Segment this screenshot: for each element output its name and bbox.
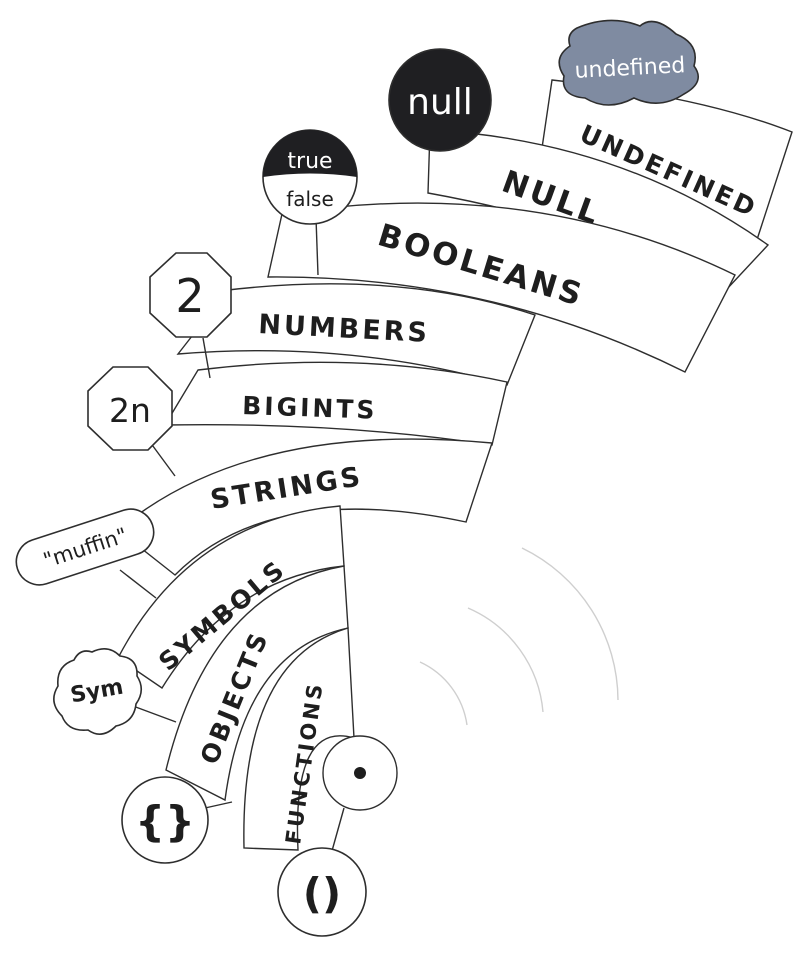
boolean-token: true false xyxy=(262,129,358,225)
core-dot xyxy=(354,767,366,779)
band-numbers: NUMBERS xyxy=(176,283,536,386)
undefined-chip xyxy=(558,19,700,106)
true-token-text: true xyxy=(287,149,332,174)
object-token: {} xyxy=(121,776,209,864)
string-token: "muffin" xyxy=(15,508,155,586)
number-chip xyxy=(149,252,232,338)
function-chip xyxy=(277,847,367,937)
background-rings xyxy=(419,547,619,726)
object-token-text: {} xyxy=(135,797,195,846)
number-token-text: 2 xyxy=(175,269,204,323)
object-chip xyxy=(121,776,209,864)
undefined-token-text: undefined xyxy=(574,53,686,84)
null-token: null xyxy=(388,48,492,152)
ghost-ring-middle xyxy=(467,607,544,713)
function-token-text: () xyxy=(303,869,341,918)
ghost-ring-outer xyxy=(521,547,619,701)
bigint-chip xyxy=(87,366,173,451)
connector-numbers xyxy=(202,337,211,379)
band-bigints: BIGINTS xyxy=(163,361,508,446)
string-chip xyxy=(15,508,155,586)
bigint-token: 2n xyxy=(87,366,173,451)
function-token: () xyxy=(277,847,367,937)
boolean-true-half xyxy=(263,130,357,177)
symbol-token: Sym xyxy=(53,648,143,735)
null-token-text: null xyxy=(407,82,473,123)
symbol-chip xyxy=(53,648,143,735)
band-strings: STRINGS xyxy=(116,438,493,576)
number-token: 2 xyxy=(149,252,232,338)
null-chip xyxy=(388,48,492,152)
bigint-token-text: 2n xyxy=(109,391,151,430)
band-bigints-label: BIGINTS xyxy=(242,391,378,425)
ghost-ring-inner xyxy=(419,661,468,726)
core xyxy=(322,735,398,811)
connector-symbols xyxy=(132,705,177,723)
undefined-token: undefined xyxy=(558,19,700,106)
false-token-text: false xyxy=(286,187,334,211)
connector-strings xyxy=(119,569,157,599)
connectors xyxy=(119,217,345,859)
connector-booleans xyxy=(315,217,319,276)
